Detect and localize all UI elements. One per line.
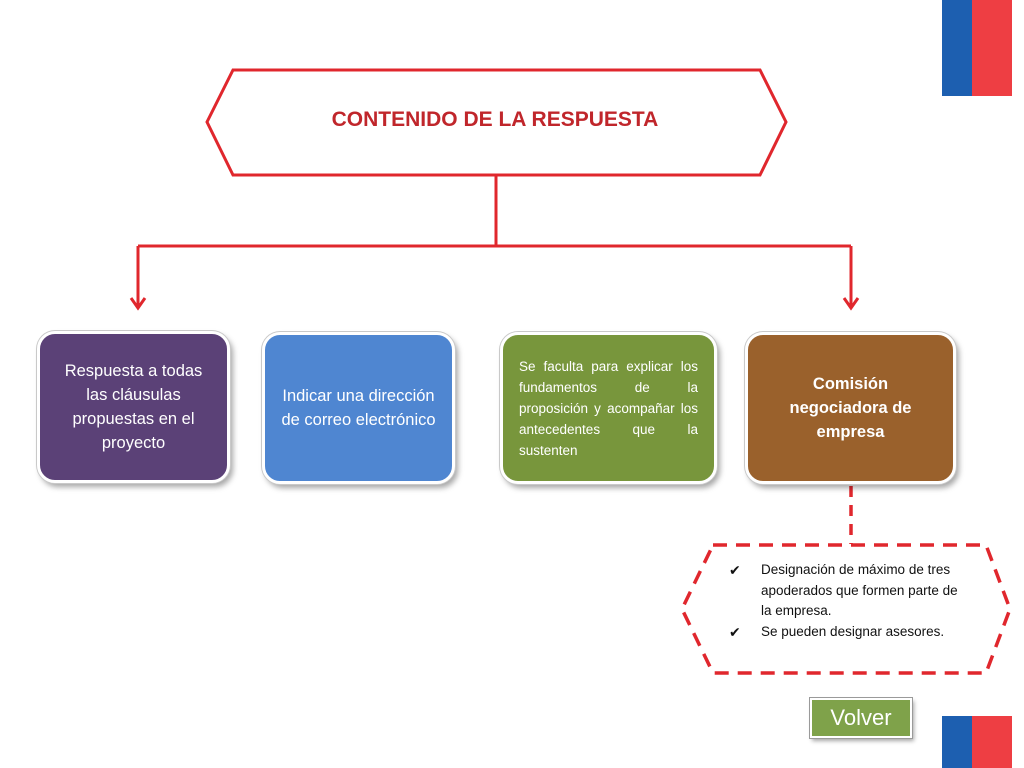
box-comision-negociadora-text: Comisión negociadora de empresa	[789, 375, 912, 441]
note-text: Se pueden designar asesores.	[761, 623, 945, 639]
notes-list: ✔ Designación de máximo de tres apoderad…	[727, 560, 967, 642]
title-hexagon	[205, 68, 788, 177]
note-text: Designación de máximo de tres apoderados…	[761, 562, 958, 618]
flag-decoration-bottom	[942, 716, 1012, 768]
notes-dashed-hexagon	[680, 543, 1012, 675]
arrow-right	[842, 246, 860, 311]
box-fundamentos-text: Se faculta para explicar los fundamentos…	[519, 358, 698, 458]
box-comision-negociadora: Comisión negociadora de empresa	[745, 332, 956, 484]
box-respuesta-clausulas: Respuesta a todas las cláusulas propuest…	[37, 331, 230, 483]
checkmark-icon: ✔	[729, 623, 741, 640]
flag-decoration-top	[942, 0, 1012, 96]
checkmark-icon: ✔	[729, 562, 741, 578]
box-correo-electronico: Indicar una dirección de correo electrón…	[262, 332, 455, 484]
box-fundamentos: Se faculta para explicar los fundamentos…	[500, 332, 717, 484]
diagram-title: CONTENIDO DE LA RESPUESTA	[331, 108, 659, 131]
note-item: ✔ Designación de máximo de tres apoderad…	[727, 560, 967, 622]
volver-button[interactable]: Volver	[810, 698, 912, 738]
note-item: ✔ Se pueden designar asesores.	[727, 622, 967, 643]
box-correo-electronico-text: Indicar una dirección de correo electrón…	[281, 387, 436, 429]
box-respuesta-clausulas-text: Respuesta a todas las cláusulas propuest…	[64, 362, 203, 452]
arrow-left	[129, 246, 147, 311]
